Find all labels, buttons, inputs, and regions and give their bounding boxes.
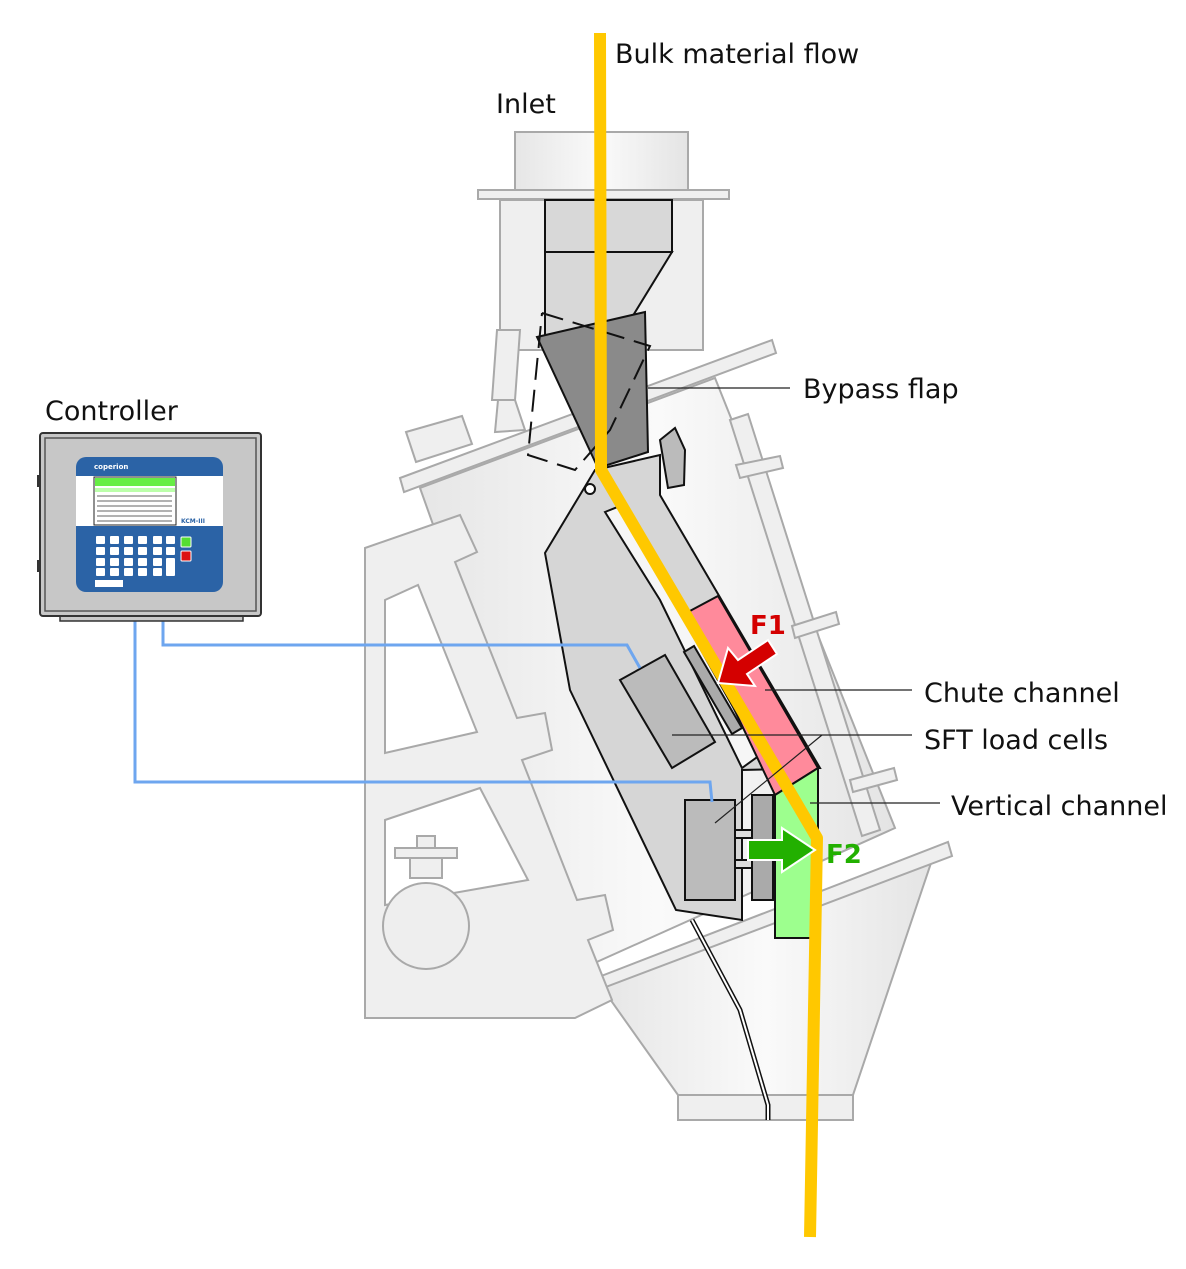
outlet-cone bbox=[576, 840, 954, 1121]
model-label: KCM-III bbox=[181, 518, 205, 525]
bypass-flap bbox=[526, 310, 652, 472]
controller-device: coperion KCM-III bbox=[37, 432, 262, 622]
leader-lines bbox=[648, 387, 940, 824]
force-f1-arrow bbox=[716, 638, 779, 688]
label-inlet: Inlet bbox=[496, 89, 556, 120]
bulk-material-flow-line bbox=[594, 32, 823, 1238]
signal-cable-2 bbox=[133, 618, 714, 803]
label-chute-channel: Chute channel bbox=[924, 678, 1120, 709]
label-sft-load-cells: SFT load cells bbox=[924, 725, 1108, 756]
stop-key bbox=[180, 550, 192, 562]
label-bypass-flap: Bypass flap bbox=[803, 374, 959, 405]
label-bulk-material-flow: Bulk material flow bbox=[615, 39, 859, 70]
hopper bbox=[544, 199, 674, 341]
signal-cable-1 bbox=[161, 618, 642, 669]
label-f1: F1 bbox=[750, 611, 786, 641]
keypad bbox=[95, 536, 175, 587]
brand-logo: coperion bbox=[94, 463, 128, 471]
start-key bbox=[180, 536, 192, 548]
label-f2: F2 bbox=[826, 840, 862, 870]
force-f2-arrow bbox=[747, 826, 817, 874]
label-controller: Controller bbox=[45, 396, 179, 427]
ball-valve bbox=[382, 835, 470, 970]
label-vertical-channel: Vertical channel bbox=[951, 791, 1168, 822]
